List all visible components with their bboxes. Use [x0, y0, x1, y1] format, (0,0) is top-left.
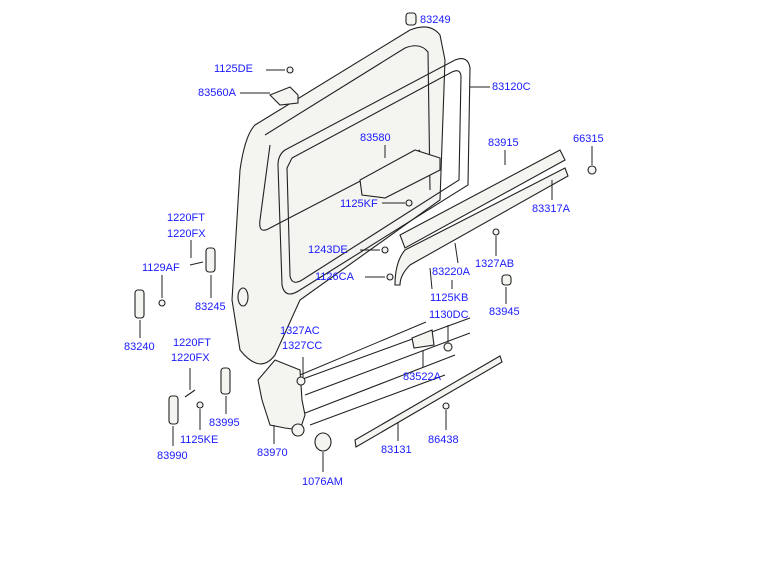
label-83560A[interactable]: 83560A	[198, 87, 237, 99]
label-83240[interactable]: 83240	[124, 341, 155, 353]
label-1327CC[interactable]: 1327CC	[282, 340, 322, 352]
label-1125KB[interactable]: 1125KB	[430, 292, 468, 304]
plate-83240	[134, 289, 145, 319]
label-83990[interactable]: 83990	[157, 450, 188, 462]
label-83317A[interactable]: 83317A	[532, 203, 571, 215]
label-83995[interactable]: 83995	[209, 417, 240, 429]
label-86438[interactable]: 86438	[428, 434, 459, 446]
strip-83131	[354, 355, 503, 448]
label-1220FT[interactable]: 1220FT	[167, 212, 205, 224]
label-1220FX[interactable]: 1220FX	[167, 228, 206, 240]
label-83249[interactable]: 83249	[420, 14, 451, 26]
label-66315[interactable]: 66315	[573, 133, 604, 145]
plate-83245	[205, 247, 216, 273]
leader-lines	[139, 69, 593, 472]
bracket-83560A	[269, 86, 299, 106]
hinge-83970	[257, 359, 306, 431]
label-83220A[interactable]: 83220A	[432, 266, 471, 278]
label-83245[interactable]: 83245	[195, 301, 226, 313]
label-83120C[interactable]: 83120C	[492, 81, 531, 93]
label-83580[interactable]: 83580	[360, 132, 391, 144]
block-83522A	[411, 329, 435, 349]
label-1125KF[interactable]: 1125KF	[340, 198, 378, 210]
label-83522A[interactable]: 83522A	[403, 371, 442, 383]
cap-83249	[405, 12, 417, 26]
part-labels: 83249 1125DE 83560A 83120C 83580 83915 6…	[124, 14, 604, 488]
fasteners	[158, 66, 597, 410]
door-frame	[231, 26, 471, 426]
label-1129AF[interactable]: 1129AF	[142, 262, 180, 274]
label-1125DE[interactable]: 1125DE	[214, 63, 253, 75]
label-83131[interactable]: 83131	[381, 444, 412, 456]
label-83970[interactable]: 83970	[257, 447, 288, 459]
label-1327AC[interactable]: 1327AC	[280, 325, 320, 337]
label-1126CA[interactable]: 1126CA	[315, 271, 355, 283]
label-1220FX-lower[interactable]: 1220FX	[171, 352, 210, 364]
plate-83990	[168, 395, 179, 425]
plate-83995	[220, 367, 231, 395]
label-83915[interactable]: 83915	[488, 137, 519, 149]
label-1220FT-lower[interactable]: 1220FT	[173, 337, 211, 349]
label-1130DC[interactable]: 1130DC	[429, 309, 469, 321]
upper-rail	[394, 149, 569, 286]
label-83945[interactable]: 83945	[489, 306, 520, 318]
roller-1076AM	[314, 432, 332, 452]
bracket-83580	[359, 149, 441, 199]
label-1125KE[interactable]: 1125KE	[180, 434, 218, 446]
label-1327AB[interactable]: 1327AB	[475, 258, 514, 270]
label-1076AM[interactable]: 1076AM	[302, 476, 343, 488]
label-1243DE[interactable]: 1243DE	[308, 244, 348, 256]
